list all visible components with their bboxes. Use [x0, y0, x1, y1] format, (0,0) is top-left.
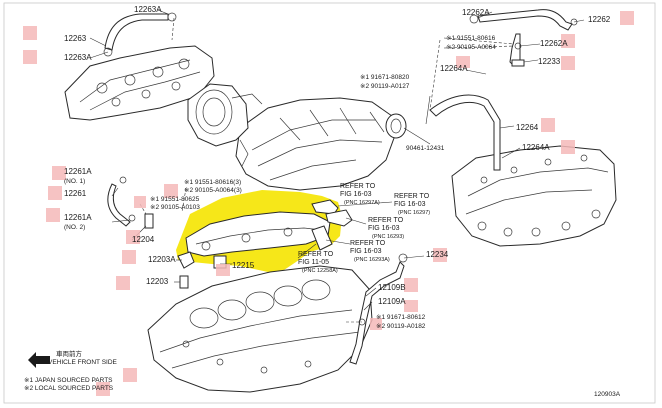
intake-plenum[interactable]: [235, 97, 395, 191]
refer-callout-5: REFER TO FIG 11-05 (PNC 12258A): [298, 251, 338, 274]
legend-vehicle-front-jp: 車両前方: [56, 349, 83, 358]
refer-callout-2: REFER TO FIG 16-03 (PNC 16297): [394, 193, 430, 216]
label-no2: (NO. 2): [64, 224, 85, 231]
label-12234: 12234: [426, 250, 449, 259]
code-top-right-1: ※1 91551-80616: [446, 35, 496, 42]
svg-text:FIG 11-05: FIG 11-05: [298, 259, 329, 266]
code-bottom-right-1: ※1 91671-80612: [376, 314, 426, 321]
svg-text:REFER TO: REFER TO: [394, 193, 430, 200]
bracket-12203[interactable]: [179, 275, 189, 289]
svg-text:(PNC 16297A): (PNC 16297A): [344, 200, 380, 206]
engine-block[interactable]: [147, 265, 373, 393]
label-12204: 12204: [132, 235, 155, 244]
svg-text:REFER TO: REFER TO: [368, 217, 404, 224]
code-top-right-2: ※2 90105-A0064: [446, 44, 496, 51]
code-left-2: ※2 90105-A0103: [150, 204, 200, 211]
label-12262A-top: 12262A: [462, 8, 490, 17]
hose-12264[interactable]: [429, 94, 501, 171]
dipstick-tube[interactable]: [349, 261, 405, 365]
throttle-body[interactable]: [187, 83, 263, 167]
svg-text:REFER TO: REFER TO: [350, 240, 386, 247]
hose-12261[interactable]: [107, 183, 131, 227]
label-12263A-left: 12263A: [64, 53, 92, 62]
label-12261A-2: 12261A: [64, 213, 92, 222]
legend-note2: ※2 LOCAL SOURCED PARTS: [24, 385, 114, 392]
label-12263A-top: 12263A: [134, 5, 162, 14]
hose-refer-1[interactable]: [311, 199, 339, 215]
arrow-icon: [28, 352, 50, 368]
label-no1: (NO. 1): [64, 178, 85, 185]
svg-text:REFER TO: REFER TO: [298, 251, 334, 258]
hose-refer-3[interactable]: [311, 225, 333, 251]
code-left-1: ※1 91551-80625: [150, 196, 200, 203]
code-mid-right-1: ※1 91671-80820: [360, 74, 410, 81]
refer-callout-3: REFER TO FIG 16-03 (PNC 16293): [368, 217, 404, 240]
legend-vehicle-front: VEHICLE FRONT SIDE: [48, 359, 118, 366]
vehicle-front-arrow: [28, 352, 50, 368]
label-12261: 12261: [64, 189, 87, 198]
svg-text:FIG 16-03: FIG 16-03: [350, 248, 382, 255]
code-mid-right-2: ※2 90119-A0127: [360, 83, 410, 90]
label-12262A-right: 12262A: [540, 39, 568, 48]
hose-refer-2[interactable]: [325, 209, 353, 227]
label-90461-12431: 90461-12431: [406, 145, 445, 152]
fitting-12203A[interactable]: [177, 251, 195, 269]
label-12263: 12263: [64, 34, 87, 43]
sensor-12204[interactable]: [144, 213, 154, 229]
svg-text:REFER TO: REFER TO: [340, 183, 376, 190]
water-bypass-pipe[interactable]: [185, 211, 331, 257]
svg-text:(PNC 16293A): (PNC 16293A): [354, 257, 390, 263]
label-12261A-1: 12261A: [64, 167, 92, 176]
pcv-valve[interactable]: [385, 113, 407, 139]
svg-text:(PNC 12258A): (PNC 12258A): [302, 268, 338, 274]
svg-text:FIG 16-03: FIG 16-03: [340, 191, 372, 198]
redaction-boxes: [23, 11, 634, 396]
code-bottom-right-2: ※2 90119-A0182: [376, 323, 426, 330]
svg-text:FIG 16-03: FIG 16-03: [394, 201, 426, 208]
label-12203: 12203: [146, 277, 169, 286]
svg-text:(PNC 16293): (PNC 16293): [372, 234, 404, 240]
svg-text:FIG 16-03: FIG 16-03: [368, 225, 400, 232]
label-12262: 12262: [588, 15, 611, 24]
label-12264A-upper: 12264A: [440, 64, 468, 73]
label-12233: 12233: [538, 57, 561, 66]
svg-text:(PNC 16297): (PNC 16297): [398, 210, 430, 216]
label-12264: 12264: [516, 123, 539, 132]
legend-note1: ※1 JAPAN SOURCED PARTS: [24, 377, 113, 384]
label-12109A: 12109A: [378, 297, 406, 306]
label-12264A-lower: 12264A: [522, 143, 550, 152]
label-12203A: 12203A: [148, 255, 176, 264]
frame-border: [3, 2, 656, 404]
code-center-1: ※1 91551-80616(3): [184, 179, 241, 186]
clamp-12233[interactable]: [511, 59, 525, 67]
refer-callout-4: REFER TO FIG 16-03 (PNC 16293A): [350, 240, 390, 263]
label-12109B: 12109B: [378, 283, 406, 292]
figure-id: 120903A: [594, 391, 621, 398]
hose-12262[interactable]: [477, 9, 573, 31]
right-head-cover[interactable]: [451, 145, 617, 247]
refer-callout-1: REFER TO FIG 16-03 (PNC 16297A): [340, 183, 380, 206]
label-12215: 12215: [232, 261, 255, 270]
code-center-2: ※2 90105-A0064(3): [184, 187, 242, 194]
left-intake-manifold[interactable]: [64, 45, 215, 121]
hose-12263[interactable]: [104, 13, 169, 51]
